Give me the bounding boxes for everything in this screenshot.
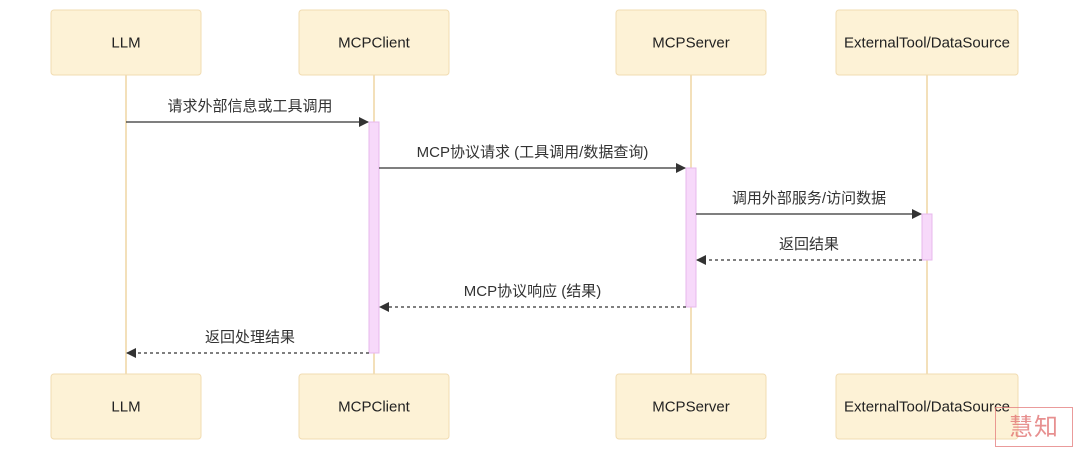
actor-label: ExternalTool/DataSource xyxy=(844,398,1010,415)
actor-label: MCPClient xyxy=(338,34,411,51)
message-6: 返回处理结果 xyxy=(126,329,369,358)
activation-bar-client xyxy=(368,121,380,354)
message-label: MCP协议响应 (结果) xyxy=(464,282,602,300)
activation-bar-server xyxy=(685,167,697,308)
actor-box xyxy=(298,9,450,76)
actor-label: MCPServer xyxy=(652,34,730,51)
actor-client-top: MCPClient xyxy=(298,9,450,76)
message-label: 调用外部服务/访问数据 xyxy=(732,190,886,207)
actor-box xyxy=(298,373,450,440)
message-5: MCP协议响应 (结果) xyxy=(379,282,686,312)
watermark-logo: 慧知 xyxy=(995,407,1073,447)
message-2: MCP协议请求 (工具调用/数据查询) xyxy=(379,144,686,173)
message-label: 返回结果 xyxy=(779,236,839,253)
actor-llm-bottom: LLM xyxy=(50,373,202,440)
actor-server-bottom: MCPServer xyxy=(615,373,767,440)
actor-label: MCPClient xyxy=(338,398,411,415)
actor-box xyxy=(615,373,767,440)
watermark-text: 慧知 xyxy=(1009,413,1059,441)
actor-label: LLM xyxy=(111,34,140,51)
actor-tool-bottom: ExternalTool/DataSource xyxy=(835,373,1019,440)
message-3: 调用外部服务/访问数据 xyxy=(696,190,922,219)
actor-box xyxy=(835,373,1019,440)
actor-box xyxy=(615,9,767,76)
message-label: 请求外部信息或工具调用 xyxy=(167,98,332,115)
message-label: 返回处理结果 xyxy=(205,329,295,346)
actor-box xyxy=(50,9,202,76)
actor-tool-top: ExternalTool/DataSource xyxy=(835,9,1019,76)
actor-client-bottom: MCPClient xyxy=(298,373,450,440)
message-label: MCP协议请求 (工具调用/数据查询) xyxy=(417,144,649,161)
actor-llm-top: LLM xyxy=(50,9,202,76)
actor-box xyxy=(50,373,202,440)
message-4: 返回结果 xyxy=(696,236,922,265)
actor-label: LLM xyxy=(111,398,140,415)
actor-box xyxy=(835,9,1019,76)
actor-label: ExternalTool/DataSource xyxy=(844,34,1010,51)
activation-bar-tool xyxy=(921,213,933,261)
actor-server-top: MCPServer xyxy=(615,9,767,76)
message-1: 请求外部信息或工具调用 xyxy=(126,98,369,127)
actor-label: MCPServer xyxy=(652,398,730,415)
